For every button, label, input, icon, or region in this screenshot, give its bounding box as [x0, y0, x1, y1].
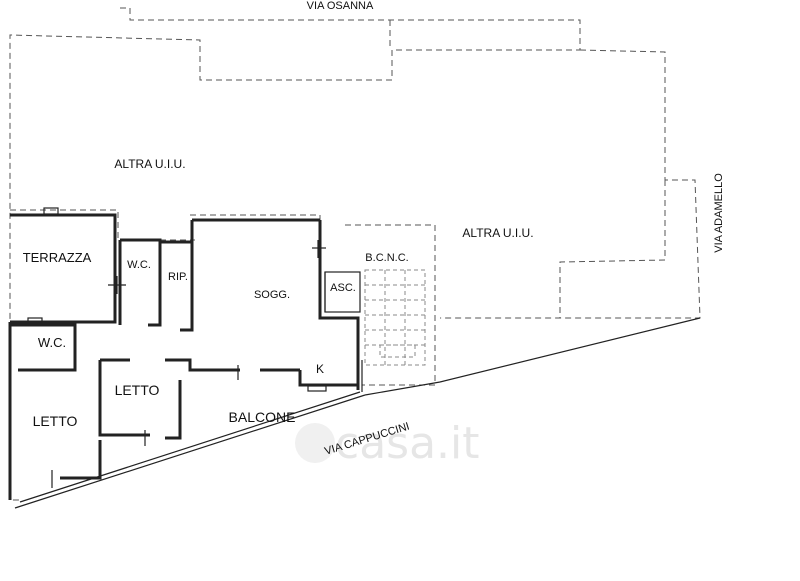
room-label-ripostiglio: RIP. [168, 271, 188, 283]
room-label-ascensore: ASC. [330, 282, 356, 294]
watermark-logo-icon [295, 423, 335, 463]
stair-shaft [364, 269, 426, 366]
street-label-east: VIA ADAMELLO [713, 173, 725, 253]
watermark-text: casa.it [335, 418, 480, 469]
room-label-letto-left: LETTO [33, 413, 78, 429]
openings [27, 207, 327, 488]
room-label-wc-lower: W.C. [38, 335, 66, 350]
room-label-balcone: BALCONE [229, 409, 296, 425]
neighbor-label-east: ALTRA U.I.U. [462, 226, 533, 240]
apartment-walls [8, 213, 701, 509]
watermark: casa.it [295, 418, 480, 469]
neighbor-label-west: ALTRA U.I.U. [114, 157, 185, 171]
room-label-bcnc: B.C.N.C. [365, 252, 408, 264]
room-label-letto-center: LETTO [115, 382, 160, 398]
room-label-soggiorno: SOGG. [254, 289, 290, 301]
room-label-kitchen: K [316, 362, 324, 376]
lot-boundary [9, 7, 701, 501]
room-label-wc-upper: W.C. [127, 259, 151, 271]
street-label-north: VIA OSANNA [307, 0, 374, 12]
room-label-terrazza: TERRAZZA [23, 250, 92, 265]
